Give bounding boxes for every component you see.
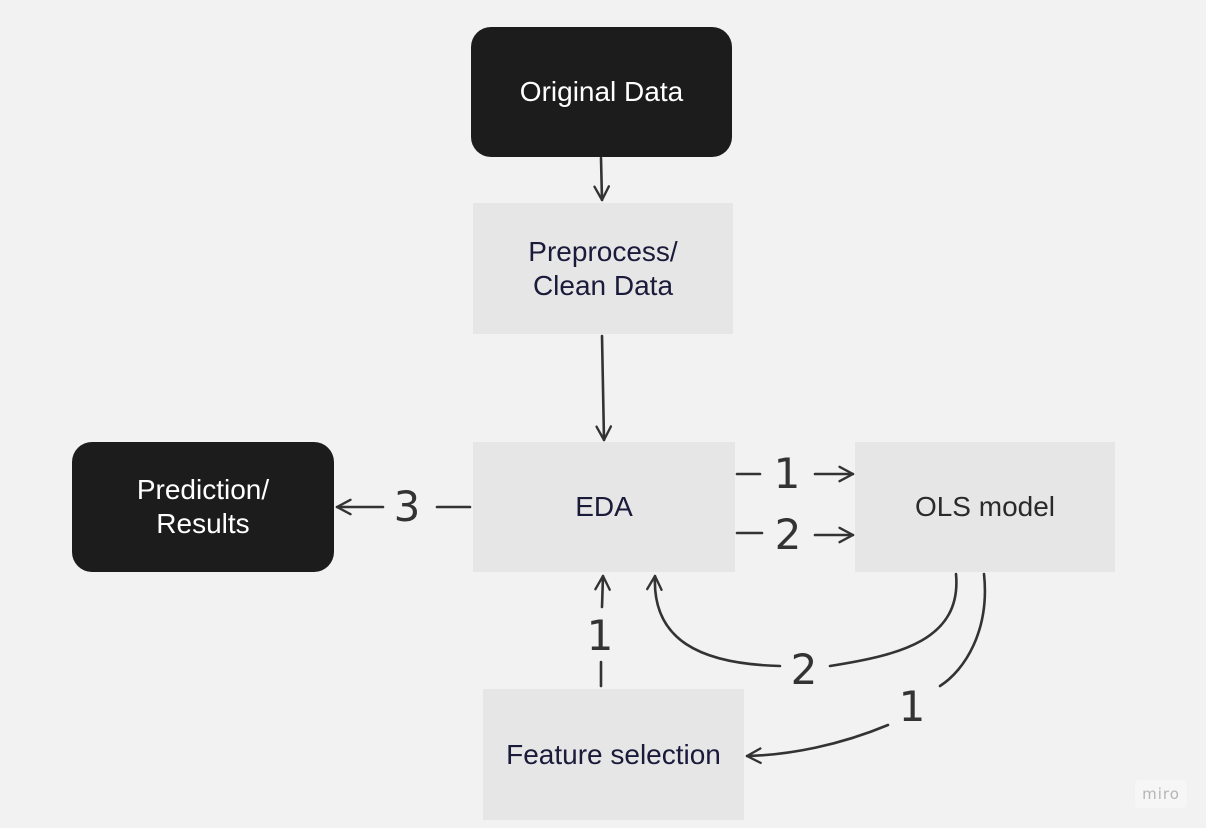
edge-ols-to-eda: [828, 572, 958, 668]
edge-label-eda-to-ols-1: 1: [769, 453, 805, 495]
node-feature-selection-label: Feature selection: [506, 738, 721, 770]
edge-label-eda-to-ols-2: 2: [770, 514, 806, 556]
node-eda[interactable]: EDA: [473, 442, 735, 572]
node-feature-selection[interactable]: Feature selection: [483, 689, 744, 820]
edge-label-feature-to-eda: 1: [582, 615, 618, 657]
edge-preprocess-to-eda: [595, 334, 613, 442]
edge-label-ols-to-eda: 2: [786, 649, 822, 691]
node-original-data-label: Original Data: [519, 76, 684, 107]
node-prediction[interactable]: Prediction/ Results: [72, 442, 334, 572]
node-ols-model[interactable]: OLS model: [855, 442, 1115, 572]
edge-ols-to-feature-arrow: [745, 723, 890, 765]
edge-label-eda-to-prediction: 3: [389, 486, 425, 528]
node-eda-label: EDA: [575, 491, 633, 522]
node-original-data[interactable]: Original Data: [471, 27, 732, 157]
miro-watermark-logo: miro: [1135, 780, 1187, 808]
node-preprocess[interactable]: Preprocess/ Clean Data: [473, 203, 733, 334]
node-prediction-label: Prediction/ Results: [136, 474, 270, 539]
edge-ols-to-feature: [938, 572, 987, 688]
edge-label-ols-to-feature: 1: [894, 686, 930, 728]
node-preprocess-label: Preprocess/ Clean Data: [528, 235, 678, 301]
node-ols-model-label: OLS model: [914, 491, 1056, 522]
edge-feature-to-eda-arrow: [594, 574, 611, 609]
edge-original-to-preprocess: [593, 156, 611, 202]
edge-ols-to-eda-arrow: [646, 574, 782, 668]
